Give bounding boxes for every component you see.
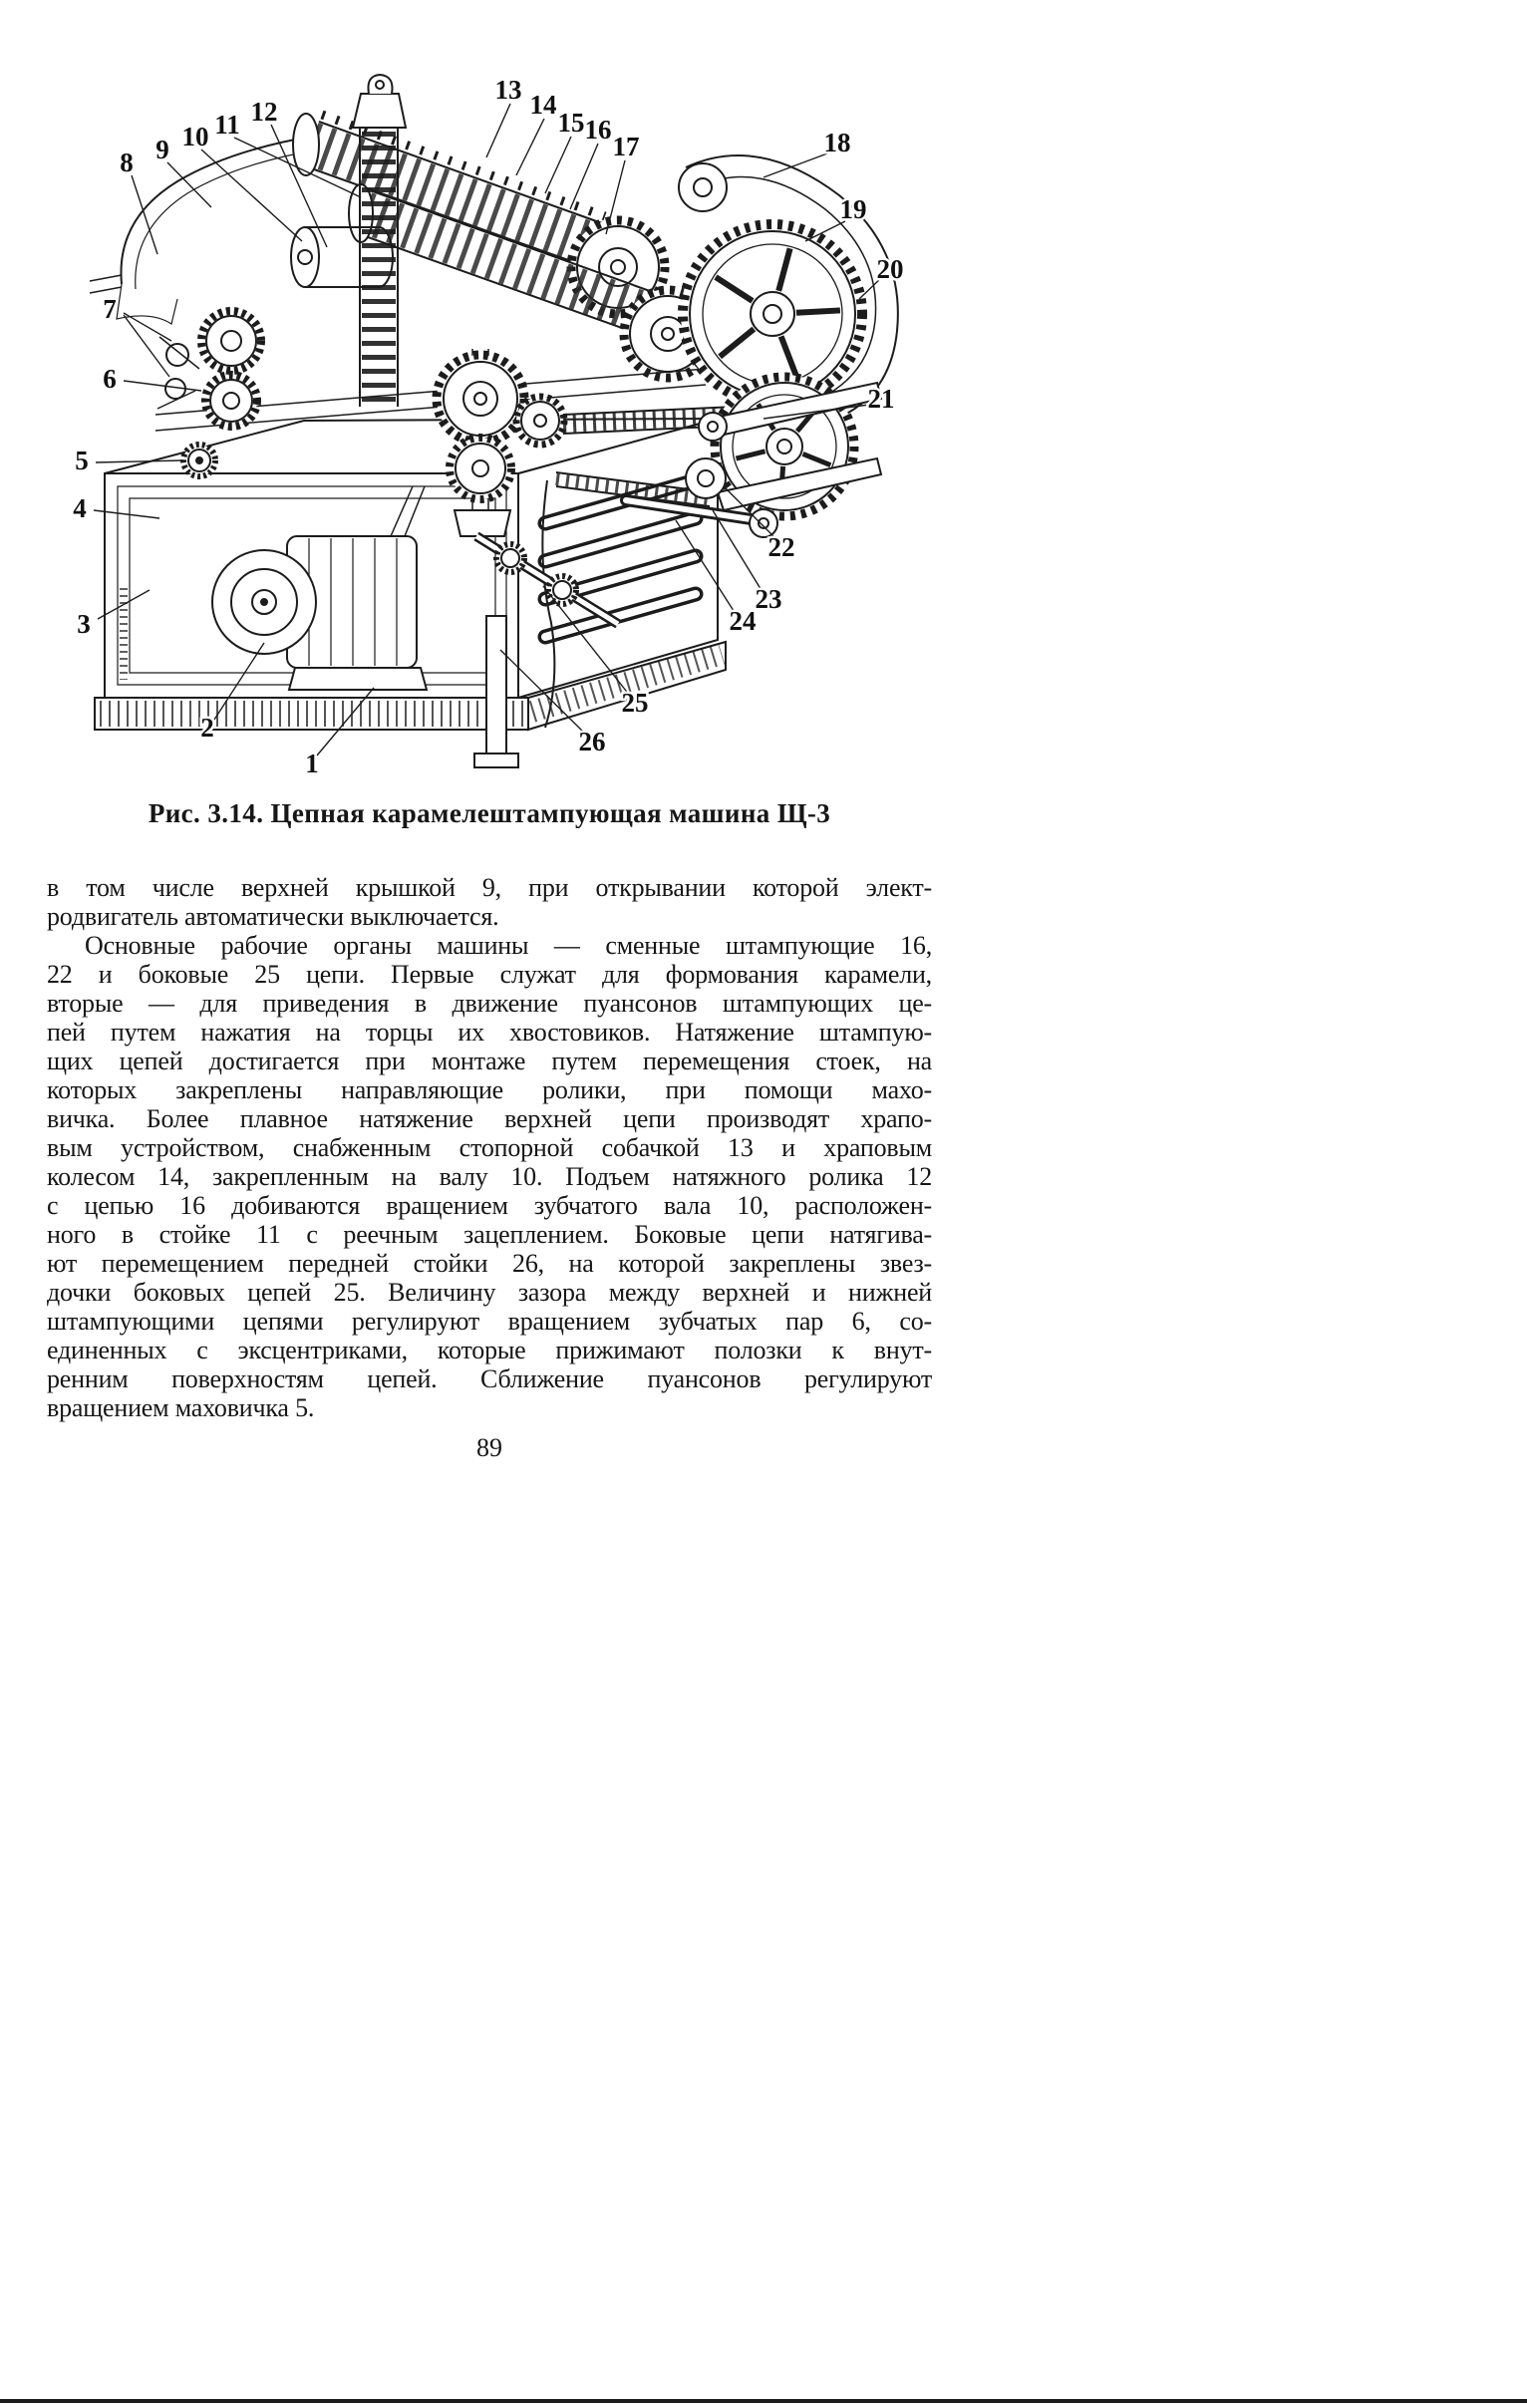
text-line: 22 и боковые 25 цепи. Первые служат для … [47,960,932,989]
side-chain-sprockets [473,531,621,629]
callout-7: 7 [103,294,117,324]
callout-3: 3 [77,609,91,639]
text-line: ного в стойке 11 с реечным зацеплением. … [47,1220,932,1249]
callout-leaders [93,103,882,756]
text-line: колесом 14, закрепленным на валу 10. Под… [47,1162,932,1191]
text-line: в том числе верхней крышкой 9, при откры… [47,873,932,902]
figure-machine: 1 2 3 4 5 6 7 8 9 10 11 12 13 14 15 16 1… [60,70,917,797]
handwheel [180,442,218,479]
front-cable [541,479,556,729]
page-number: 89 [476,1433,502,1462]
callout-13: 13 [495,75,522,105]
text-line: вым устройством, снабженным стопорной со… [47,1133,932,1162]
callout-12: 12 [251,97,278,127]
callout-25: 25 [622,688,649,718]
callout-15: 15 [558,108,585,138]
text-line: вторые — для приведения в движение пуанс… [47,989,932,1018]
text-line: пей путем нажатия на торцы их хвостовико… [47,1018,932,1047]
scan-edge-line [0,2399,1527,2403]
lever-arms [698,381,883,512]
callout-10: 10 [182,122,209,151]
stamping-chain-upper [292,110,607,268]
text-line: Основные рабочие органы машины — сменные… [85,931,932,960]
callout-18: 18 [824,128,851,157]
text-line: ют перемещением передней стойки 26, на к… [47,1249,932,1278]
tension-stand [351,73,408,407]
text-line: штампующими цепями регулируют вращением … [47,1307,932,1336]
body-text: в том числе верхней крышкой 9, при откры… [47,873,932,1422]
callout-9: 9 [155,135,169,164]
callout-23: 23 [756,584,782,614]
text-line: родвигатель автоматически выключается. [47,902,499,931]
text-line: с цепью 16 добиваются вращением зубчатог… [47,1191,932,1220]
figure-caption: Рис. 3.14. Цепная карамелештампующая маш… [148,798,831,828]
gear-wheel-upper-right [678,219,867,409]
callout-8: 8 [120,148,134,177]
cover-outline [89,135,320,325]
callout-6: 6 [103,364,117,394]
callout-20: 20 [877,254,904,284]
callout-14: 14 [530,90,557,120]
tension-roller [290,226,394,288]
text-line: единенных с эксцентриками, которые прижи… [47,1336,932,1364]
text-line: дочки боковых цепей 25. Величину зазора … [47,1278,932,1307]
text-line: ренним поверхностям цепей. Сближение пуа… [47,1364,932,1393]
crank-link [620,457,778,538]
callout-26: 26 [579,727,606,756]
callout-16: 16 [585,115,612,145]
electric-motor [211,485,429,691]
callout-22: 22 [768,532,795,562]
callout-numbers: 1 2 3 4 5 6 7 8 9 10 11 12 13 14 15 16 1… [71,73,906,781]
text-line: щих цепей достигается при монтаже путем … [47,1047,932,1075]
callout-11: 11 [214,110,240,140]
text-line: вращением маховичка 5. [47,1393,315,1422]
callout-21: 21 [868,384,895,414]
machine-drawing: 1 2 3 4 5 6 7 8 9 10 11 12 13 14 15 16 1… [71,73,906,781]
gear-cluster-left [156,307,265,431]
callout-19: 19 [840,194,867,224]
text-line: которых закреплены направляющие ролики, … [47,1075,932,1104]
callout-5: 5 [75,446,89,475]
callout-24: 24 [730,606,757,636]
callout-1: 1 [305,749,319,778]
callout-2: 2 [200,713,214,743]
callout-17: 17 [613,132,640,161]
gear-small-mid [512,393,568,449]
callout-4: 4 [73,493,87,523]
belt-drive [678,153,899,422]
text-line: вичка. Более плавное натяжение верхней ц… [47,1104,932,1133]
